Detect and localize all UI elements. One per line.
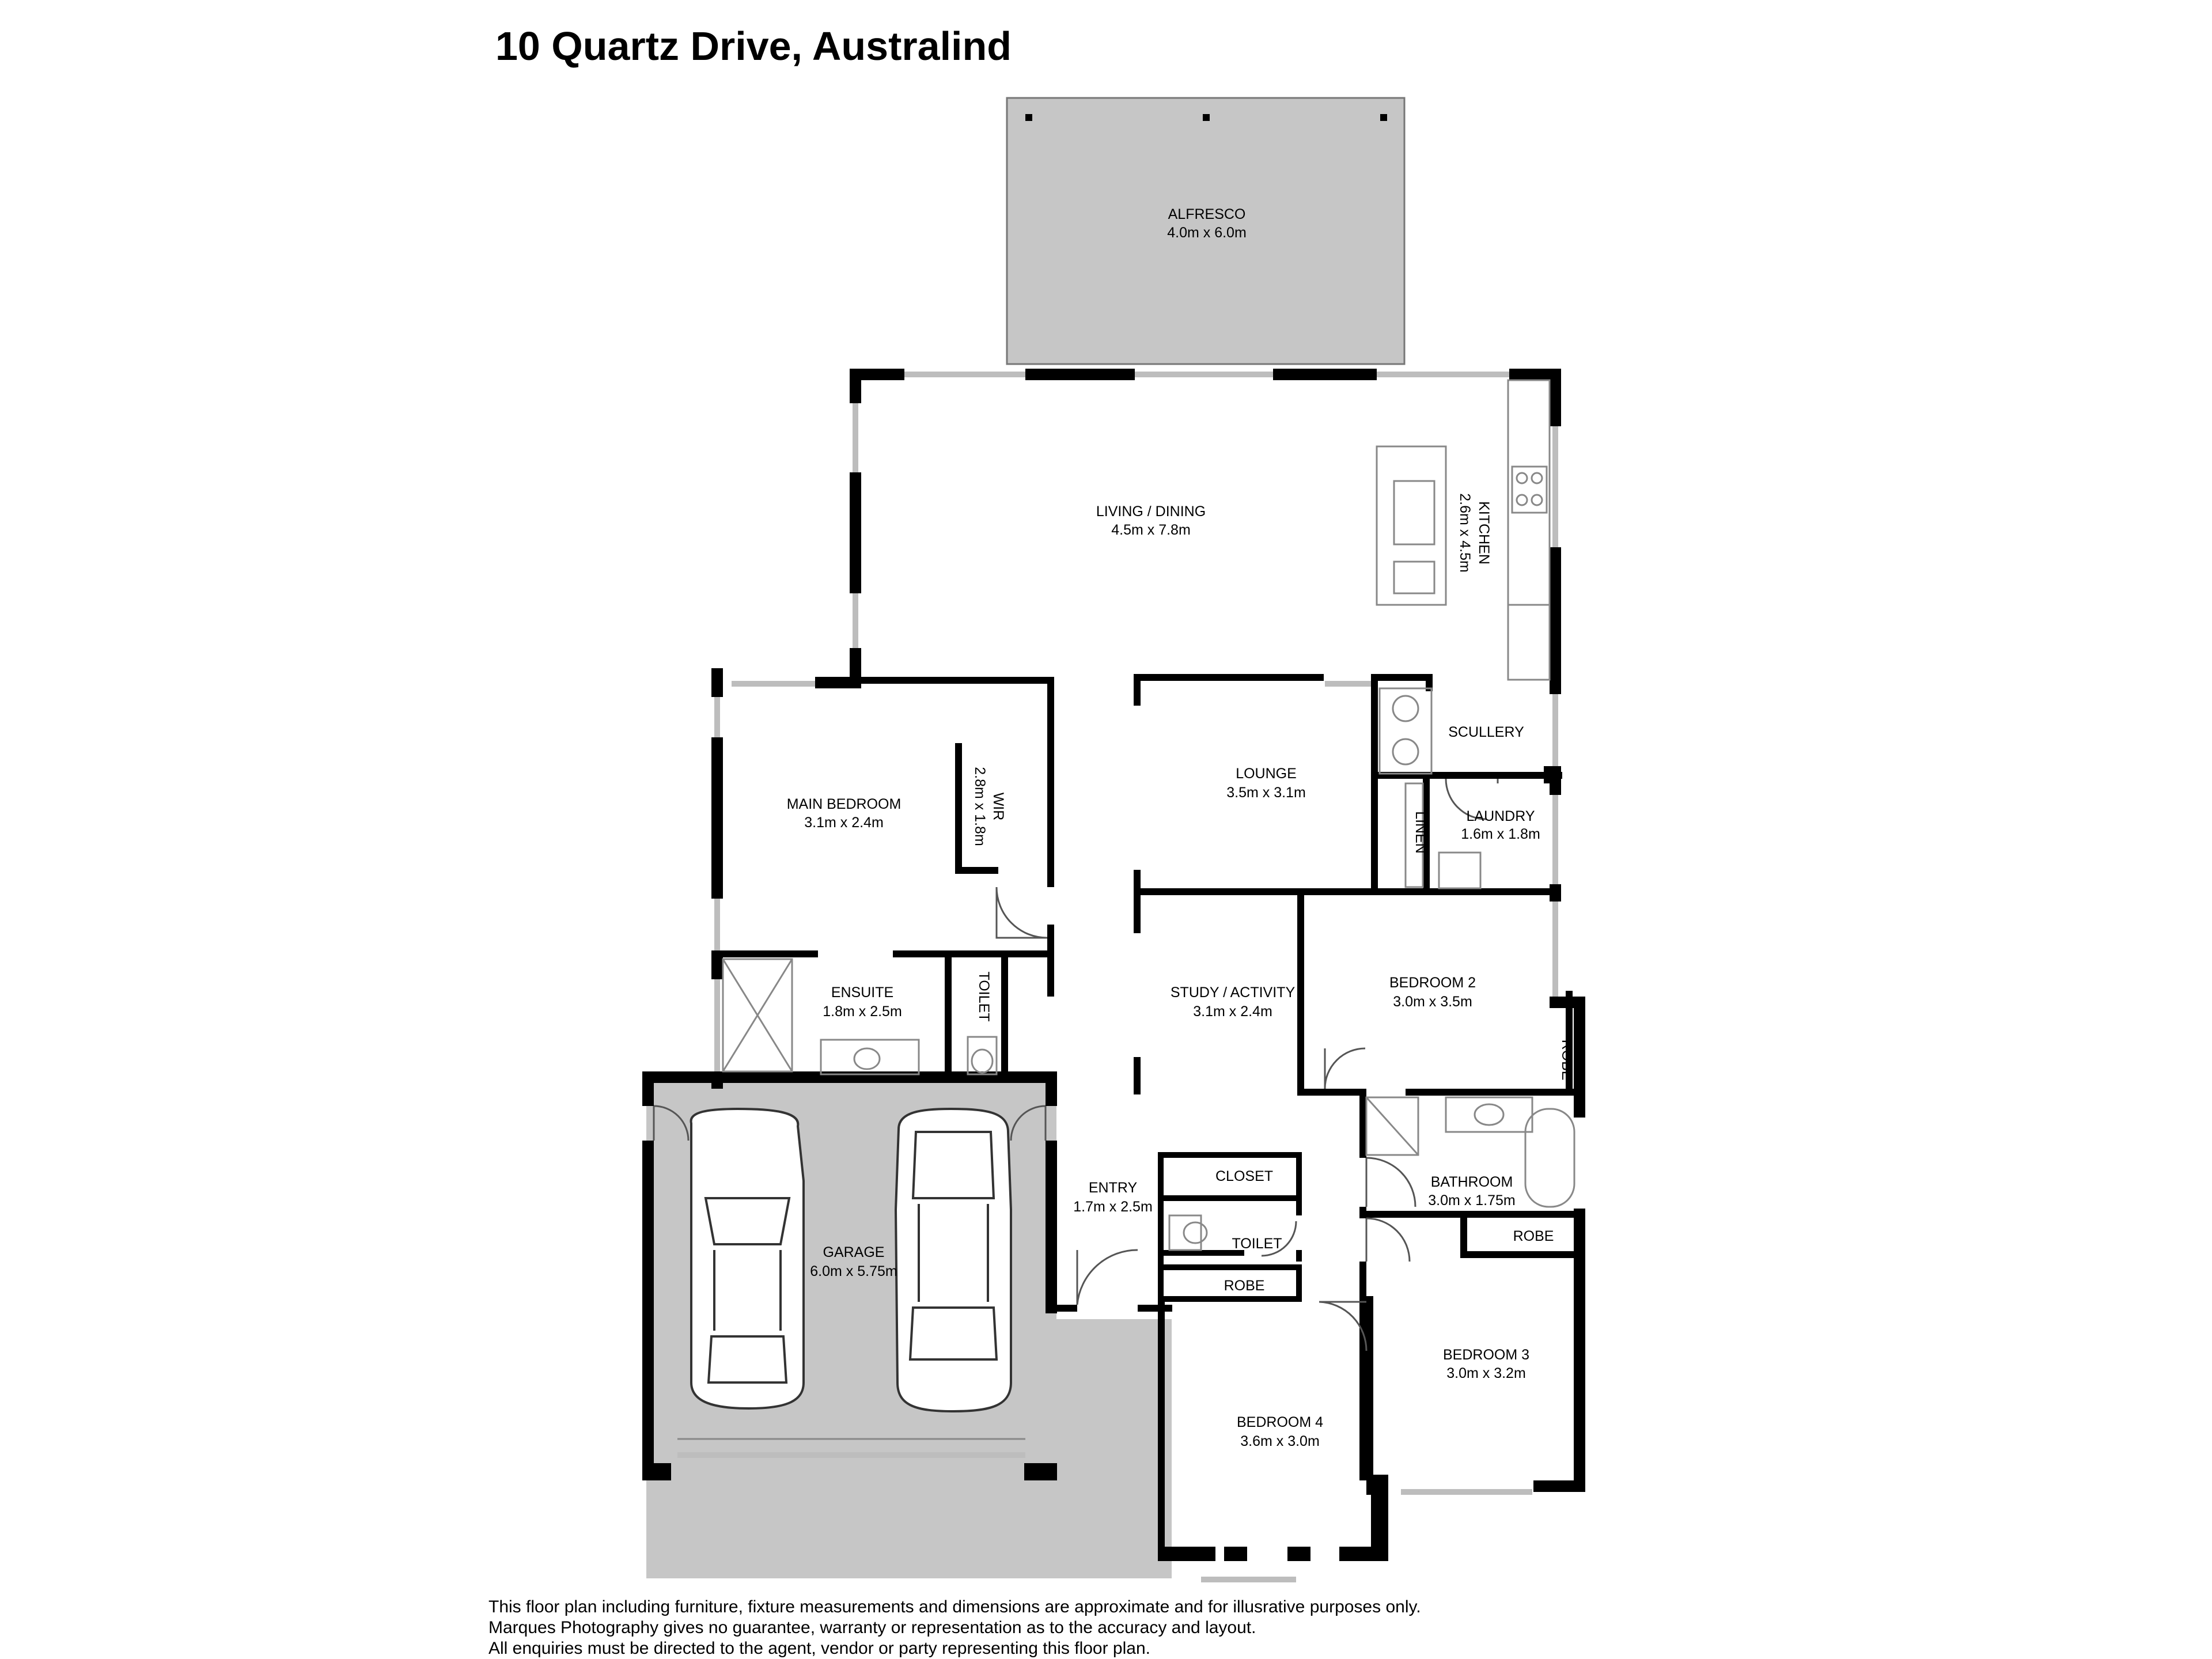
room-bathroom-name: BATHROOM (1431, 1174, 1513, 1190)
door-laundry (1445, 778, 1487, 820)
room-robe-b4-name: ROBE (1224, 1278, 1265, 1294)
room-ensuite-dims: 1.8m x 2.5m (823, 1003, 902, 1020)
door-garage-left (653, 1105, 690, 1141)
room-garage-name: GARAGE (823, 1244, 885, 1260)
room-robe-b2-name: ROBE (1559, 1040, 1575, 1081)
cooktop (1511, 465, 1548, 514)
room-entry-dims: 1.7m x 2.5m (1073, 1199, 1153, 1215)
room-bedroom4-name: BEDROOM 4 (1237, 1414, 1323, 1430)
fixtures (677, 379, 1575, 1440)
door-main-bedroom (995, 887, 1048, 939)
door-toilet (1261, 1221, 1297, 1257)
porch (1056, 1319, 1172, 1578)
toilet-ensuite-fixture (967, 1036, 998, 1075)
room-entry-name: ENTRY (1089, 1180, 1138, 1196)
alfresco-post-2 (1203, 114, 1210, 121)
room-garage-dims: 6.0m x 5.75m (810, 1263, 897, 1279)
disclaimer: This floor plan including furniture, fix… (488, 1597, 1421, 1659)
car-left (690, 1107, 805, 1410)
door-bedroom3 (1365, 1217, 1411, 1262)
disclaimer-line-3: All enquiries must be directed to the ag… (488, 1639, 1150, 1658)
door-entry (1076, 1249, 1138, 1305)
alfresco-post-1 (1025, 114, 1032, 121)
disclaimer-line-1: This floor plan including furniture, fix… (488, 1597, 1421, 1616)
room-laundry-dims: 1.6m x 1.8m (1461, 826, 1540, 842)
laundry-trough (1438, 851, 1482, 889)
toilet-fixture (1168, 1214, 1202, 1251)
room-bedroom3-dims: 3.0m x 3.2m (1446, 1365, 1526, 1381)
car-right (894, 1107, 1012, 1413)
kitchen-island (1376, 445, 1447, 606)
room-main-bedroom-name: MAIN BEDROOM (787, 796, 902, 812)
linen-shelves (1404, 782, 1424, 888)
door-bedroom4 (1319, 1301, 1368, 1351)
door-swings (653, 778, 1499, 1351)
room-bedroom2-dims: 3.0m x 3.5m (1393, 994, 1472, 1010)
room-living-dims: 4.5m x 7.8m (1111, 522, 1191, 538)
door-bedroom2 (1324, 1047, 1366, 1089)
room-toilet-name: TOILET (1232, 1236, 1282, 1252)
room-study-dims: 3.1m x 2.4m (1193, 1003, 1272, 1020)
room-scullery-name: SCULLERY (1448, 724, 1524, 740)
kitchen-bench (1507, 379, 1551, 681)
room-labels: ALFRESCO 4.0m x 6.0m LIVING / DINING 4.5… (787, 206, 1575, 1449)
room-bathroom-dims: 3.0m x 1.75m (1428, 1192, 1515, 1209)
room-closet-name: CLOSET (1215, 1168, 1273, 1184)
kitchen-sink (1393, 480, 1435, 546)
vanity-ensuite (820, 1039, 920, 1075)
room-bedroom2-name: BEDROOM 2 (1389, 975, 1476, 991)
room-lounge-dims: 3.5m x 3.1m (1226, 785, 1306, 801)
windows (677, 372, 1558, 1582)
alfresco-post-3 (1380, 114, 1387, 121)
room-wir-name: WIR (990, 793, 1006, 821)
room-robe-b3-name: ROBE (1513, 1228, 1554, 1244)
door-bathroom (1365, 1157, 1416, 1207)
room-alfresco-dims: 4.0m x 6.0m (1167, 225, 1247, 241)
vanity-bathroom (1445, 1096, 1533, 1133)
room-laundry-name: LAUNDRY (1466, 808, 1535, 824)
scullery-bench (1378, 687, 1433, 775)
shower-bathroom (1365, 1096, 1419, 1156)
room-linen-name: LINEN (1412, 811, 1429, 854)
bathtub (1524, 1108, 1575, 1208)
room-bedroom4-dims: 3.6m x 3.0m (1240, 1433, 1320, 1449)
room-wir-dims: 2.8m x 1.8m (972, 767, 988, 846)
dishwasher (1393, 560, 1435, 594)
shower-ensuite (722, 958, 793, 1073)
room-alfresco-name: ALFRESCO (1168, 206, 1246, 222)
alfresco-slab (1006, 97, 1406, 365)
page-title: 10 Quartz Drive, Australind (495, 24, 1012, 69)
fridge-space (1507, 604, 1551, 681)
room-lounge-name: LOUNGE (1236, 766, 1297, 782)
room-ensuite-name: ENSUITE (831, 984, 893, 1001)
room-bedroom3-name: BEDROOM 3 (1443, 1347, 1529, 1363)
door-garage-right (1010, 1105, 1047, 1141)
room-kitchen-name: KITCHEN (1476, 501, 1492, 565)
room-kitchen-dims: 2.6m x 4.5m (1457, 493, 1473, 573)
walls (642, 369, 1585, 1561)
driveway (646, 1480, 1056, 1578)
room-living-name: LIVING / DINING (1096, 503, 1206, 520)
room-study-name: STUDY / ACTIVITY (1171, 984, 1296, 1001)
room-main-bedroom-dims: 3.1m x 2.4m (804, 815, 884, 831)
room-ensuite-toilet-name: TOILET (976, 971, 992, 1021)
disclaimer-line-2: Marques Photography gives no guarantee, … (488, 1618, 1256, 1637)
cars (690, 1107, 1012, 1413)
